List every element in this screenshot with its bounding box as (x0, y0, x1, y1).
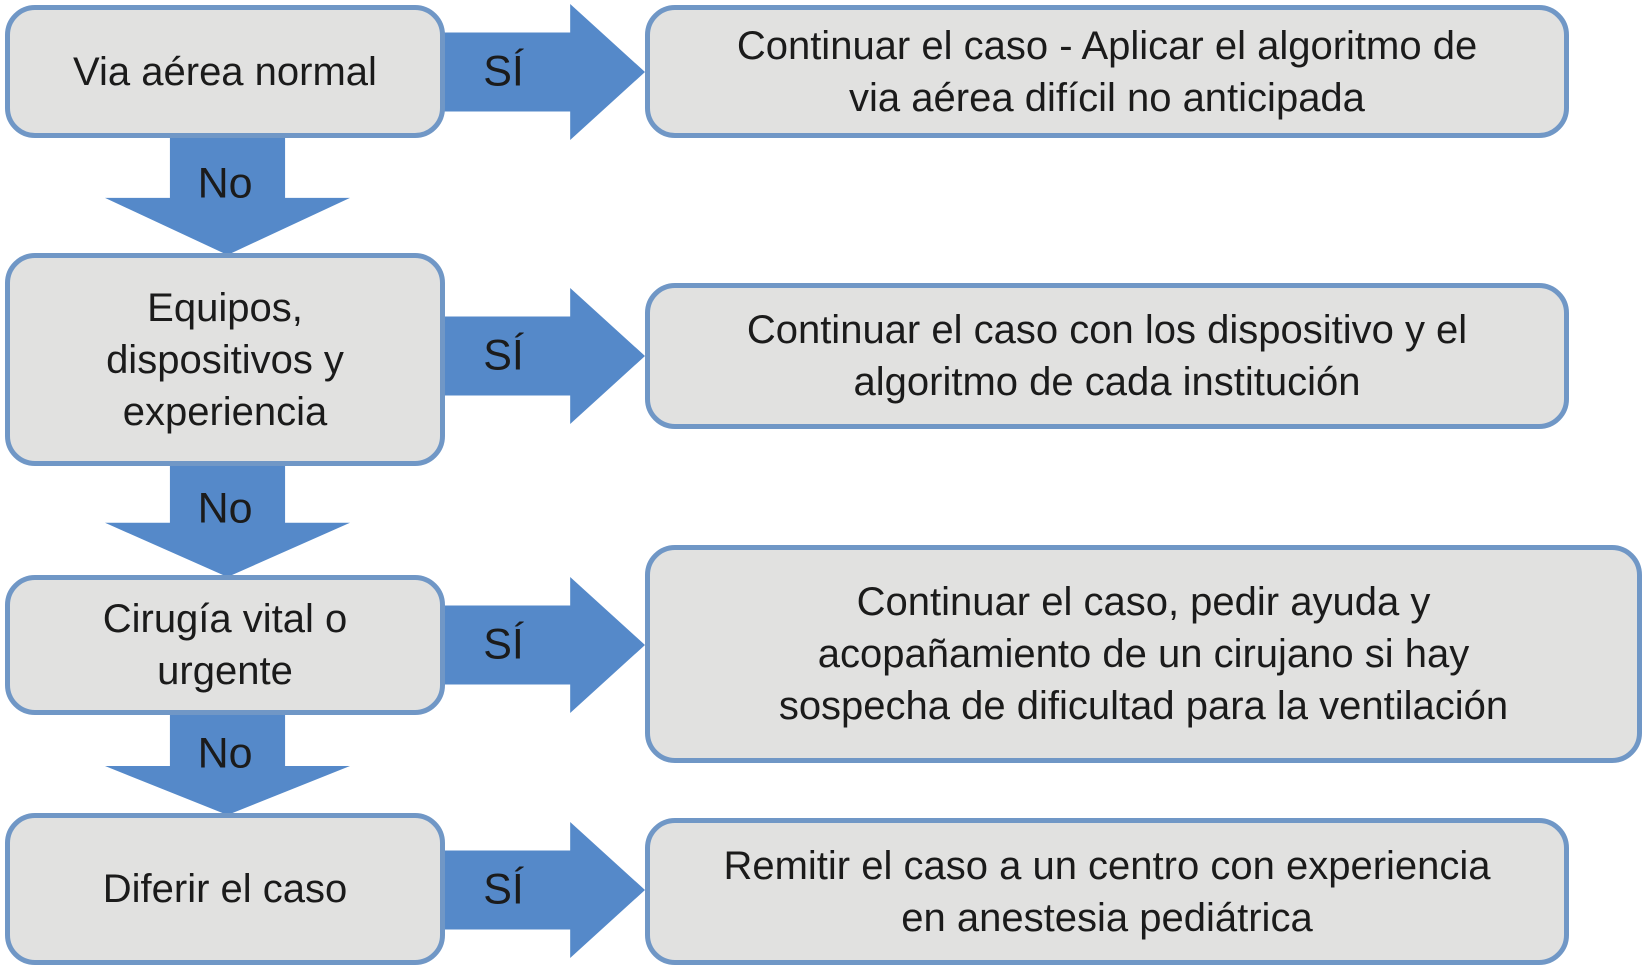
no-arrow-2: No (105, 464, 350, 577)
yes-arrow-3: SÍ (440, 577, 645, 713)
yes-label-2: SÍ (483, 331, 524, 380)
yes-label-3: SÍ (483, 620, 524, 669)
outcome-box-1: Continuar el caso - Aplicar el algoritmo… (645, 5, 1569, 138)
yes-label-1: SÍ (483, 47, 524, 96)
condition-box-2: Equipos, dispositivos y experiencia (5, 253, 445, 466)
outcome-text-1: Continuar el caso - Aplicar el algoritmo… (736, 23, 1478, 120)
right-arrow-icon (440, 822, 645, 958)
outcome-text-4: Remitir el caso a un centro con experien… (723, 843, 1491, 940)
right-arrow-icon (440, 577, 645, 713)
no-label-1: No (197, 159, 253, 208)
condition-box-3: Cirugía vital o urgente (5, 575, 445, 715)
right-arrow-icon (440, 288, 645, 424)
yes-arrow-1: SÍ (440, 4, 645, 140)
condition-text-1: Via aérea normal (73, 49, 377, 94)
right-arrow-icon (440, 4, 645, 140)
condition-text-3: Cirugía vital o urgente (102, 597, 348, 693)
condition-text-2: Equipos, dispositivos y experiencia (106, 285, 344, 434)
outcome-box-3: Continuar el caso, pedir ayuda y acopaña… (645, 545, 1642, 763)
condition-text-4: Diferir el caso (102, 867, 348, 911)
no-label-2: No (197, 484, 253, 533)
outcome-box-2: Continuar el caso con los dispositivo y … (645, 283, 1569, 429)
no-arrow-1: No (105, 136, 350, 255)
no-label-3: No (197, 729, 253, 778)
condition-box-1: Via aérea normal (5, 5, 445, 138)
outcome-text-3: Continuar el caso, pedir ayuda y acopaña… (778, 580, 1509, 728)
outcome-box-4: Remitir el caso a un centro con experien… (645, 818, 1569, 965)
yes-label-4: SÍ (483, 865, 524, 914)
outcome-text-2: Continuar el caso con los dispositivo y … (746, 308, 1468, 404)
no-arrow-3: No (105, 713, 350, 815)
condition-box-4: Diferir el caso (5, 813, 445, 965)
yes-arrow-4: SÍ (440, 822, 645, 958)
yes-arrow-2: SÍ (440, 288, 645, 424)
